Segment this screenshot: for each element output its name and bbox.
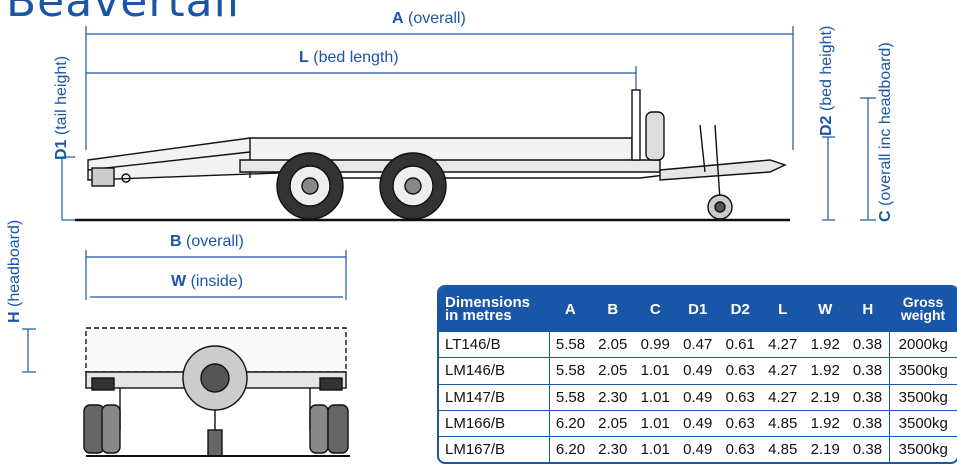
label-a-letter: A	[392, 10, 404, 27]
label-w-letter: W	[171, 273, 187, 290]
gross-weight-cell: 3500kg	[888, 357, 957, 385]
label-b-letter: B	[170, 233, 182, 250]
label-c: C (overall inc headboard)	[877, 42, 895, 222]
value-cell: 2.19	[804, 383, 847, 411]
label-w: W (inside)	[171, 273, 243, 291]
value-cell: 1.01	[634, 409, 677, 437]
value-cell: 5.58	[549, 357, 592, 385]
label-b-text: (overall)	[186, 233, 244, 250]
side-view	[75, 89, 790, 222]
header-col-a: A	[549, 287, 592, 332]
value-cell: 2.19	[804, 435, 847, 462]
value-cell: 2.05	[591, 331, 634, 358]
value-cell: 0.61	[719, 331, 762, 358]
label-d1-text: (tail height)	[53, 55, 70, 136]
label-d1-letter: D1	[53, 139, 70, 160]
value-cell: 1.92	[804, 409, 847, 437]
value-cell: 4.27	[761, 357, 804, 385]
model-cell: LM146/B	[439, 357, 550, 385]
label-d2-letter: D2	[818, 115, 835, 136]
value-cell: 0.38	[846, 331, 889, 358]
label-c-text: (overall inc headboard)	[877, 42, 894, 206]
value-cell: 2.30	[591, 435, 634, 462]
model-cell: LM167/B	[439, 435, 550, 462]
value-cell: 0.38	[846, 435, 889, 462]
value-cell: 6.20	[549, 409, 592, 437]
value-cell: 4.85	[761, 435, 804, 462]
rear-view	[83, 327, 350, 457]
value-cell: 4.85	[761, 409, 804, 437]
value-cell: 0.63	[719, 383, 762, 411]
value-cell: 0.49	[676, 409, 719, 437]
model-cell: LT146/B	[439, 331, 550, 358]
value-cell: 2.05	[591, 357, 634, 385]
label-c-letter: C	[877, 210, 894, 222]
gross-weight-cell: 2000kg	[888, 331, 957, 358]
value-cell: 0.49	[676, 383, 719, 411]
label-h: H (headboard)	[6, 220, 24, 323]
header-col-d2: D2	[719, 287, 762, 332]
label-d2-text: (bed height)	[818, 25, 835, 112]
header-dimensions: Dimensions in metres	[439, 287, 549, 332]
label-l: L (bed length)	[299, 49, 399, 67]
header-col-c: C	[634, 287, 677, 332]
value-cell: 1.92	[804, 331, 847, 358]
value-cell: 1.92	[804, 357, 847, 385]
gross-weight-cell: 3500kg	[888, 409, 957, 437]
table-header-row: Dimensions in metres A B C D1 D2 L W H G…	[439, 287, 957, 332]
value-cell: 2.30	[591, 383, 634, 411]
value-cell: 0.47	[676, 331, 719, 358]
value-cell: 0.63	[719, 435, 762, 462]
header-col-l: L	[761, 287, 804, 332]
value-cell: 0.38	[846, 383, 889, 411]
header-gross-weight: Gross weight	[889, 287, 957, 332]
value-cell: 2.05	[591, 409, 634, 437]
value-cell: 0.49	[676, 357, 719, 385]
value-cell: 6.20	[549, 435, 592, 462]
label-a: A (overall)	[392, 10, 466, 28]
value-cell: 0.99	[634, 331, 677, 358]
dimensions-table: Dimensions in metres A B C D1 D2 L W H G…	[437, 285, 957, 464]
value-cell: 4.27	[761, 383, 804, 411]
value-cell: 0.49	[676, 435, 719, 462]
header-col-h: H	[846, 287, 889, 332]
header-col-w: W	[804, 287, 847, 332]
label-d2: D2 (bed height)	[818, 26, 836, 136]
label-b: B (overall)	[170, 233, 244, 251]
label-h-letter: H	[6, 311, 23, 323]
gross-weight-cell: 3500kg	[888, 435, 957, 462]
label-d1: D1 (tail height)	[53, 56, 71, 160]
header-dimensions-line2: in metres	[445, 307, 512, 325]
value-cell: 5.58	[549, 383, 592, 411]
label-a-text: (overall)	[408, 10, 466, 27]
label-h-text: (headboard)	[6, 219, 23, 307]
label-l-letter: L	[299, 49, 309, 66]
label-l-text: (bed length)	[313, 49, 399, 66]
value-cell: 5.58	[549, 331, 592, 358]
model-cell: LM147/B	[439, 383, 550, 411]
value-cell: 0.38	[846, 409, 889, 437]
header-gw-line2: weight	[900, 307, 946, 324]
value-cell: 1.01	[634, 383, 677, 411]
value-cell: 0.38	[846, 357, 889, 385]
page-title: Beavertail	[6, 0, 241, 27]
gross-weight-cell: 3500kg	[888, 383, 957, 411]
header-dimensions-line1: Dimensions	[445, 294, 531, 312]
value-cell: 4.27	[761, 331, 804, 358]
label-w-text: (inside)	[190, 273, 244, 290]
value-cell: 0.63	[719, 409, 762, 437]
value-cell: 1.01	[634, 435, 677, 462]
value-cell: 1.01	[634, 357, 677, 385]
value-cell: 0.63	[719, 357, 762, 385]
model-cell: LM166/B	[439, 409, 550, 437]
header-col-b: B	[591, 287, 634, 332]
header-col-d1: D1	[676, 287, 719, 332]
header-gw-line1: Gross	[902, 294, 944, 311]
